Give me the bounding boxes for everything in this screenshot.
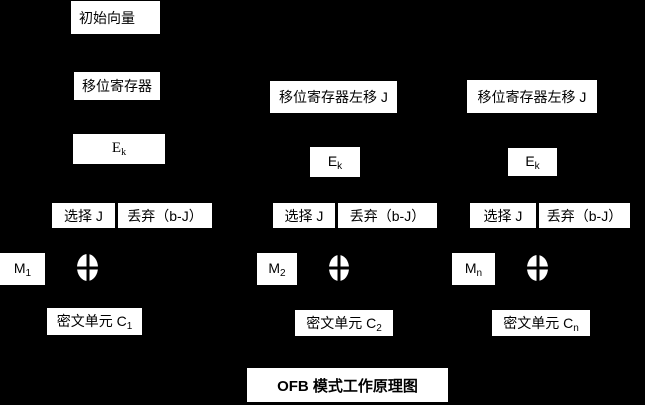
initial-vector-label: 初始向量	[79, 9, 135, 26]
ek-sub-2: k	[337, 160, 343, 172]
message-m2-box: M2	[257, 253, 297, 285]
m2-label: M2	[268, 260, 285, 279]
xor-icon-2	[329, 255, 349, 281]
ek-sub-1: k	[121, 147, 127, 158]
cn-label: 密文单元 Cn	[503, 313, 579, 334]
ek-sub-3: k	[534, 160, 540, 172]
diagram-title: OFB 模式工作原理图	[247, 368, 448, 402]
shift-register-label-1: 移位寄存器	[82, 78, 152, 94]
ek-main-3: E	[525, 152, 535, 169]
shift-register-box-3: 移位寄存器左移 J	[467, 80, 597, 113]
message-mn-box: Mn	[452, 253, 495, 285]
discard-box-3: 丢弃（b-J）	[539, 203, 630, 228]
discard-label-3: 丢弃（b-J）	[546, 207, 623, 224]
ek-label-3: Ek	[525, 153, 539, 172]
select-j-label-3: 选择 J	[483, 207, 523, 224]
xor-vertical-bar-2	[337, 255, 341, 281]
m2-main: M	[268, 259, 281, 276]
m2-sub: 2	[280, 267, 286, 279]
discard-label-2: 丢弃（b-J）	[349, 207, 426, 224]
c1-main: 密文单元 C	[56, 313, 127, 329]
ciphertext-c2-box: 密文单元 C2	[295, 310, 393, 336]
encryption-ek-box-1: Ek	[73, 134, 165, 164]
shift-register-box-2: 移位寄存器左移 J	[270, 81, 397, 113]
xor-vertical-bar-1	[86, 254, 89, 281]
mn-sub: n	[476, 267, 483, 279]
ek-label-2: Ek	[328, 153, 342, 172]
discard-box-1: 丢弃（b-J）	[118, 203, 212, 228]
xor-icon-1	[77, 254, 98, 281]
cn-sub: n	[573, 322, 579, 334]
ek-main-2: E	[327, 152, 338, 169]
m1-sub: 1	[25, 267, 32, 279]
ciphertext-cn-box: 密文单元 Cn	[492, 310, 590, 336]
m1-label: M1	[14, 260, 31, 279]
c2-main: 密文单元 C	[306, 314, 377, 331]
shift-register-box-1: 移位寄存器	[74, 72, 160, 100]
xor-vertical-bar-3	[536, 255, 539, 281]
c2-label: 密文单元 C2	[306, 313, 382, 334]
c1-sub: 1	[126, 321, 133, 332]
diagram-title-label: OFB 模式工作原理图	[277, 377, 418, 395]
select-j-label-2: 选择 J	[284, 207, 324, 224]
shift-register-label-2: 移位寄存器左移 J	[279, 89, 388, 105]
xor-icon-3	[527, 255, 548, 281]
cn-main: 密文单元 C	[503, 314, 574, 331]
message-m1-box: M1	[0, 253, 45, 285]
discard-label-1: 丢弃（b-J）	[127, 207, 203, 224]
encryption-ek-box-3: Ek	[508, 148, 557, 176]
c2-sub: 2	[376, 322, 382, 334]
ek-label-1: Ek	[112, 140, 126, 158]
encryption-ek-box-2: Ek	[310, 147, 360, 177]
select-j-label-1: 选择 J	[64, 207, 103, 224]
initial-vector-box: 初始向量	[71, 1, 160, 34]
mn-label: Mn	[465, 260, 482, 279]
ciphertext-c1-box: 密文单元 C1	[47, 308, 142, 335]
discard-box-2: 丢弃（b-J）	[338, 203, 437, 228]
ek-main-1: E	[111, 140, 122, 156]
mn-main: M	[464, 259, 477, 276]
select-j-box-3: 选择 J	[470, 203, 536, 228]
shift-register-label-3: 移位寄存器左移 J	[477, 88, 587, 105]
select-j-box-2: 选择 J	[273, 203, 335, 228]
m1-main: M	[13, 259, 26, 276]
select-j-box-1: 选择 J	[52, 203, 115, 228]
c1-label: 密文单元 C1	[57, 311, 133, 332]
